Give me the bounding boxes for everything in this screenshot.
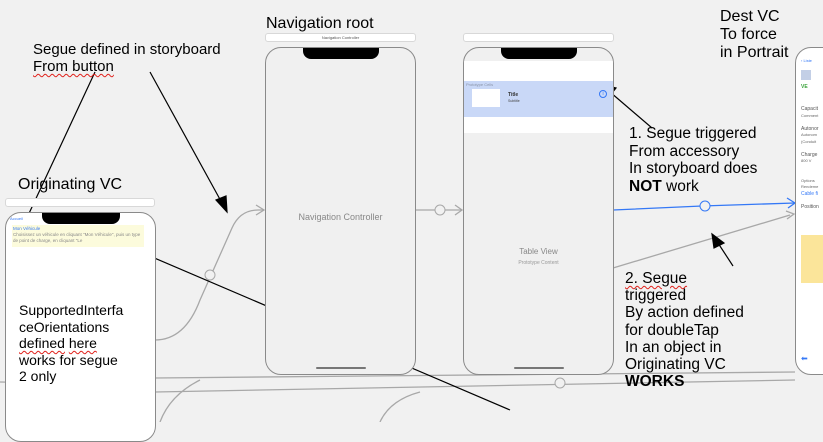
home-indicator: [513, 367, 564, 369]
hint-label: Mon Véhicule Choisissez un véhicule en c…: [12, 225, 144, 247]
segue-arrowhead: [785, 210, 796, 220]
back-button[interactable]: Accueil: [10, 216, 23, 221]
table-view-sublabel: Prototype Content: [518, 260, 559, 266]
annotation-originating-vc: Originating VC: [18, 176, 123, 193]
ve-label: VE: [801, 84, 808, 90]
segue-arrowhead: [255, 204, 266, 216]
arrowhead: [214, 195, 228, 214]
table-view-label: Table View: [519, 247, 558, 256]
arrowhead: [711, 232, 726, 249]
segue-line: [379, 391, 421, 422]
segue-icon: [699, 200, 711, 212]
segue-line: [154, 371, 796, 379]
yellow-note-view: [801, 235, 823, 283]
originating-scene-bar[interactable]: [5, 198, 155, 207]
annotation-segue2: 2. Segue triggered By action defined for…: [625, 270, 744, 391]
notch: [302, 48, 379, 59]
annotation-supported-orientations: SupportedInterfa ceOrientations defined …: [19, 302, 124, 384]
segue-line: [154, 209, 264, 341]
segue-arrowhead: [454, 204, 464, 216]
cell-subtitle: Subtitle: [508, 99, 520, 103]
nav-controller-label: Navigation Controller: [298, 212, 383, 222]
vehicle-image: [801, 70, 811, 80]
mon-vehicule-link[interactable]: Mon Véhicule: [13, 226, 41, 231]
segue-icon: [554, 377, 566, 389]
segue-line: [159, 379, 201, 422]
cell-title: Title: [508, 92, 519, 98]
prototype-cell[interactable]: Prototype Cells Title Subtitle i: [464, 81, 613, 117]
segue-line: [612, 214, 791, 269]
notch: [41, 213, 120, 224]
dest-back-button[interactable]: ‹ Liste: [801, 58, 812, 63]
nav-scene-bar[interactable]: Navigation Controller: [265, 33, 416, 42]
home-indicator: [315, 367, 366, 369]
segue-icon: [434, 204, 446, 216]
info-accessory-icon[interactable]: i: [599, 90, 607, 98]
originating-vc-scene[interactable]: Accueil Mon Véhicule Choisissez un véhic…: [5, 212, 156, 442]
hint-text: Choisissez un véhicule en cliquant "Mon …: [13, 232, 141, 243]
segue-line: [154, 379, 796, 393]
table-scene-bar[interactable]: [463, 33, 614, 42]
annotation-segue1: 1. Segue triggered From accessory In sto…: [629, 125, 758, 195]
section-header: Prototype Cells: [466, 82, 494, 87]
back-arrow-icon[interactable]: ⬅: [801, 354, 808, 363]
table-view-scene[interactable]: Prototype Cells Title Subtitle i Table V…: [463, 47, 614, 375]
notch: [500, 48, 577, 59]
annotation-nav-root: Navigation root: [266, 15, 374, 32]
cell-image: [472, 89, 500, 107]
segue-icon: [204, 269, 216, 281]
navigation-controller-scene[interactable]: Navigation Controller: [265, 47, 416, 375]
